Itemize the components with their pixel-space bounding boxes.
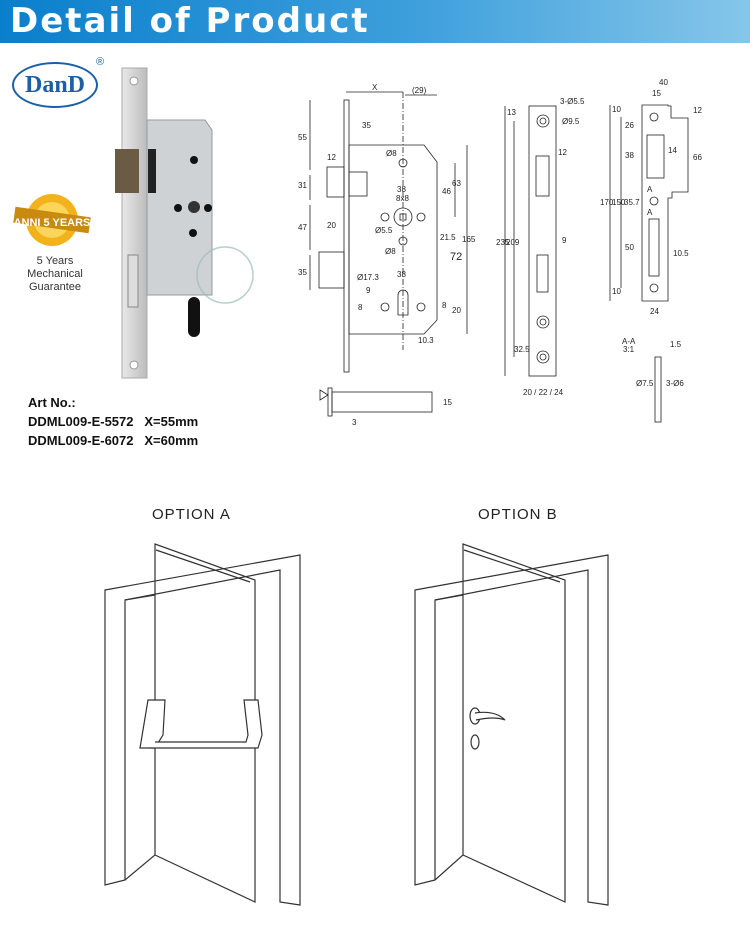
article-x: X=60mm (144, 433, 199, 448)
lock-dims: X (29) 35 55 12 31 Ø8 38 8x8 46 63 Ø5.5 … (298, 83, 476, 427)
dim-label: 165 (462, 235, 476, 244)
dim-label: 35 (298, 268, 307, 277)
dim-label: A (647, 208, 653, 217)
article-code: DDML009-E-5572 (28, 414, 134, 429)
dim-label: 209 (506, 238, 520, 247)
push-bar-end-icon (139, 699, 166, 749)
keeper-dims: 40 15 10 12 26 38 14 66 170 150 35.7 A A… (600, 78, 702, 388)
dim-label: 32.5 (514, 345, 530, 354)
keeper-drawing (609, 104, 689, 423)
dim-label: 10.3 (418, 336, 434, 345)
option-b-label: OPTION B (478, 506, 558, 523)
guarantee-text: 5 Years Mechanical Guarantee (20, 255, 90, 294)
dand-logo: DanD (12, 62, 98, 108)
dim-label: 170 (600, 198, 614, 207)
article-row: DDML009-E-6072 X=60mm (28, 433, 198, 448)
dim-label: 38 (397, 270, 406, 279)
mortise-lock-photo (115, 67, 254, 379)
dim-label: 31 (298, 181, 307, 190)
strike-plate-drawing (504, 105, 557, 377)
dim-label: 35 (362, 121, 371, 130)
dim-label: 12 (693, 106, 702, 115)
dim-label: X (372, 83, 378, 92)
dim-label: 12 (558, 148, 567, 157)
dim-label: Ø7.5 (636, 379, 654, 388)
dim-label: 8 (358, 303, 363, 312)
dim-label: 35.7 (624, 198, 640, 207)
dim-label: 10.5 (673, 249, 689, 258)
dim-label: 8x8 (396, 194, 409, 203)
option-a-label: OPTION A (152, 506, 231, 523)
anniversary-badge: ANNI 5 YEARS (13, 194, 91, 246)
dim-label: 47 (298, 223, 307, 232)
dim-label: 9 (562, 236, 567, 245)
dim-label: 21.5 (440, 233, 456, 242)
dim-label: Ø8 (385, 247, 396, 256)
dim-label: 15 (443, 398, 452, 407)
dim-label: 40 (659, 78, 668, 87)
guarantee-line: 5 Years (36, 255, 74, 267)
lock-body-drawing (309, 91, 468, 417)
dim-label: 3-Ø5.5 (560, 97, 585, 106)
dim-label: 50 (625, 243, 634, 252)
dim-label: 9 (366, 286, 371, 295)
page-title: Detail of Product (10, 1, 370, 41)
dim-label: 15 (652, 89, 661, 98)
dim-label: 235 (496, 238, 510, 247)
dim-label: 38 (625, 151, 634, 160)
header-banner: Detail of Product (0, 0, 750, 43)
svg-text:ANNI 5 YEARS: ANNI 5 YEARS (14, 217, 91, 229)
dim-label: 14 (668, 146, 677, 155)
dim-label: 46 (442, 187, 451, 196)
dim-label: 20 / 22 / 24 (523, 388, 564, 397)
dim-label: 63 (452, 179, 461, 188)
dim-label: 3 (352, 418, 357, 427)
dim-label: Ø9.5 (562, 117, 580, 126)
technical-drawings: X (29) 35 55 12 31 Ø8 38 8x8 46 63 Ø5.5 … (298, 78, 702, 427)
dim-label: Ø17.3 (357, 273, 379, 282)
dim-label: A (647, 185, 653, 194)
dim-label: (29) (412, 86, 427, 95)
dim-label: 72 (450, 251, 462, 263)
article-row: DDML009-E-5572 X=55mm (28, 414, 198, 429)
panic-bar-icon (150, 699, 263, 749)
dim-label: 24 (650, 307, 659, 316)
dim-label: 38 (397, 185, 406, 194)
dim-label: 26 (625, 121, 634, 130)
dim-label: 1.5 (670, 340, 682, 349)
art-no-label: Art No.: (28, 395, 76, 410)
dim-label: 20 (452, 306, 461, 315)
cylinder-escutcheon-icon (470, 734, 480, 750)
guarantee-line: Mechanical (27, 268, 83, 280)
dim-label: A-A (622, 337, 636, 346)
strike-dims: 3-Ø5.5 Ø9.5 13 12 235 209 9 32.5 20 / 22… (496, 97, 585, 397)
dim-label: 66 (693, 153, 702, 162)
door-illustrations (104, 543, 609, 906)
dim-label: Ø8 (386, 149, 397, 158)
door-option-a (104, 543, 301, 906)
dim-label: 150 (612, 198, 626, 207)
dim-label: 3-Ø6 (666, 379, 684, 388)
lever-handle-icon (474, 711, 506, 721)
dim-label: 13 (507, 108, 516, 117)
guarantee-line: Guarantee (29, 281, 81, 293)
article-code: DDML009-E-6072 (28, 433, 134, 448)
dim-label: 10 (612, 287, 621, 296)
dim-label: 3:1 (623, 345, 635, 354)
registered-mark: ® (96, 56, 105, 68)
door-option-b (414, 543, 609, 906)
dim-label: 55 (298, 133, 307, 142)
dim-label: 10 (612, 105, 621, 114)
dim-label: 12 (327, 153, 336, 162)
dim-label: 20 (327, 221, 336, 230)
article-x: X=55mm (144, 414, 199, 429)
dim-label: 8 (442, 301, 447, 310)
dim-label: Ø5.5 (375, 226, 393, 235)
